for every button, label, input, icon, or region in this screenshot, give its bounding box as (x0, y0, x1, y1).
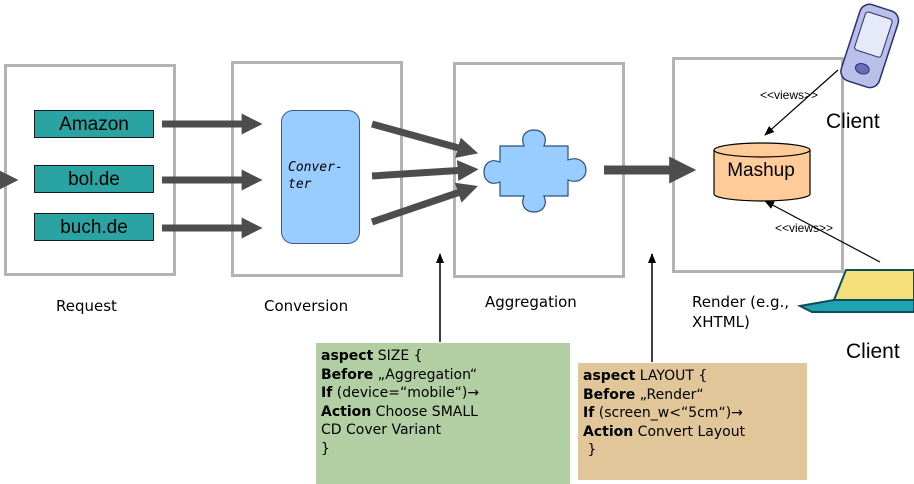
converter-label: Conver- ter (288, 160, 343, 192)
aspect-size-line-2: Before „Aggregation“ (321, 366, 478, 383)
laptop-icon (796, 269, 914, 313)
aspect-layout-line-4: Action Convert Layout (583, 423, 746, 440)
source-buch-de: buch.de (34, 213, 154, 241)
views-arrow-top (764, 69, 839, 136)
source-amazon: Amazon (34, 110, 154, 138)
aspect-layout-line-3: If (screen_w<“5cm“)→ (583, 405, 743, 421)
flow-arrow-conv-1 (371, 120, 479, 158)
views-label-top: <<views>> (760, 88, 819, 102)
aspect-size-line-6: } (321, 440, 330, 457)
flow-arrow-conv-3 (370, 182, 478, 226)
aspect-size-line-5: CD Cover Variant (321, 422, 442, 438)
views-label-bottom: <<views>> (775, 221, 834, 235)
mashup-database-icon (713, 142, 811, 202)
client-label-mobile: Client (826, 110, 880, 133)
puzzle-piece-icon (483, 129, 587, 213)
client-label-laptop: Client (846, 340, 900, 363)
source-bol-de: bol.de (34, 165, 154, 193)
flow-arrow-conv-2 (371, 160, 479, 182)
views-arrow-bottom (764, 200, 881, 263)
aspect-size-line-4: Action Choose SMALL (321, 403, 478, 420)
aspect-size-box: aspect SIZE { Before „Aggregation“ If (d… (316, 343, 570, 484)
aspect-size-line-3: If (device=“mobile“)→ (321, 385, 480, 401)
aggregation-label: Aggregation (485, 293, 577, 311)
converter-block: Conver- ter (281, 110, 360, 244)
aspect-layout-box: aspect LAYOUT { Before „Render“ If (scre… (578, 363, 807, 480)
mashup-label: Mashup (727, 160, 795, 181)
render-label: Render (e.g., XHTML) (692, 293, 790, 331)
mobile-phone-icon (840, 3, 900, 89)
aspect-layout-line-2: Before „Render“ (583, 386, 704, 403)
aspect-size-line-1: aspect SIZE { (321, 348, 423, 364)
aspect-layout-line-1: aspect LAYOUT { (583, 368, 708, 384)
conversion-label: Conversion (264, 297, 349, 315)
request-label: Request (56, 297, 117, 315)
aspect-layout-line-5: } (583, 442, 597, 458)
